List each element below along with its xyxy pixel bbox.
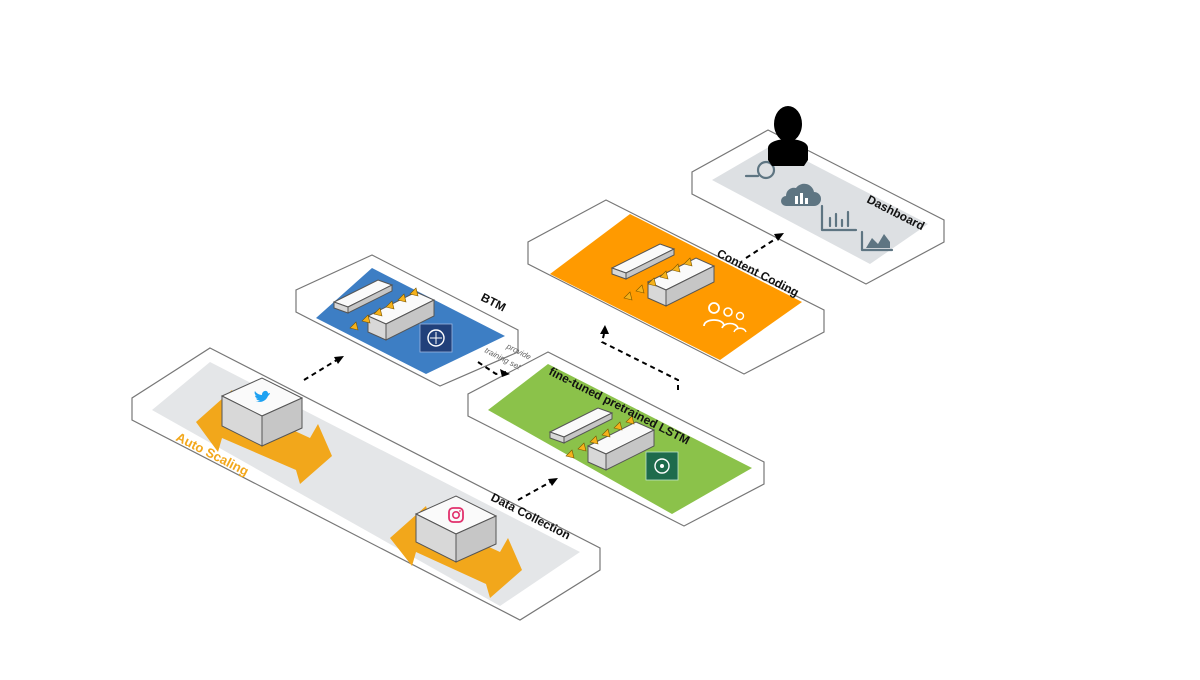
- brain-chip-icon: [419, 323, 453, 353]
- btm-stage: BTM: [295, 254, 519, 387]
- arrow-coding-to-dashboard: [745, 235, 781, 259]
- arrows: [303, 233, 784, 501]
- dashboard-stage: Dashboard: [691, 106, 945, 285]
- arrow-head: [500, 369, 510, 377]
- users-icon: [703, 302, 747, 333]
- cloud-chart-icon: [781, 183, 821, 206]
- arrow-head: [774, 233, 784, 241]
- twitter-icon: [254, 390, 270, 402]
- twitter-block: [220, 377, 304, 447]
- content-coding-stage: Content Coding: [527, 199, 825, 375]
- arrow-head: [600, 325, 609, 334]
- arrow-lstm-to-coding: [600, 333, 679, 390]
- arrow-head: [548, 478, 558, 486]
- content-coding-model-blocks: [610, 243, 716, 307]
- search-icon: [744, 160, 776, 180]
- dashboard-panel: [712, 144, 928, 264]
- arrow-collection-to-btm: [303, 357, 341, 381]
- btm-label: BTM: [479, 290, 509, 314]
- ai-chip-icon: [645, 451, 679, 481]
- lstm-model-blocks: [548, 407, 656, 471]
- user-silhouette-icon: [768, 106, 808, 166]
- instagram-icon: [448, 507, 464, 523]
- arrow-collection-to-lstm: [517, 479, 555, 501]
- btm-model-blocks: [332, 279, 436, 341]
- area-chart-icon: [860, 230, 894, 252]
- bar-chart-icon: [820, 204, 858, 232]
- instagram-block: [414, 495, 498, 563]
- arrow-head: [334, 356, 344, 364]
